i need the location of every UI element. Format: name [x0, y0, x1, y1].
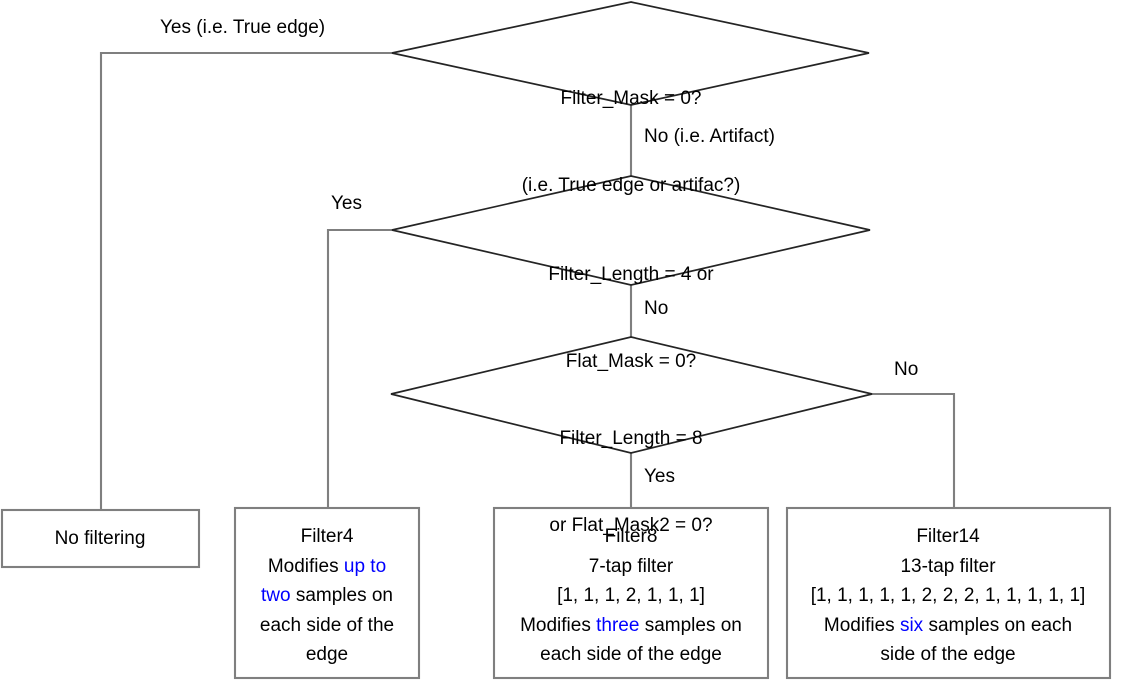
text-line: each side of the edge — [495, 640, 767, 670]
text-line: edge — [236, 640, 418, 670]
text-line: side of the edge — [788, 640, 1109, 670]
text-line: two samples on — [236, 581, 418, 611]
edge-label-no-filter-length-4: No — [644, 298, 669, 319]
decision-filter-mask — [391, 1, 870, 106]
text-line: [1, 1, 1, 2, 1, 1, 1] — [495, 581, 767, 611]
text-line: No filtering — [3, 524, 198, 554]
terminal-filter4 — [233, 506, 421, 680]
plain-text: samples on — [639, 614, 742, 636]
plain-text: 7-tap filter — [588, 555, 674, 577]
decision-filter-length-4-label: Filter_Length = 4 or Flat_Mask = 0? — [411, 202, 851, 434]
highlighted-text: six — [899, 614, 924, 636]
text-line: [1, 1, 1, 1, 1, 2, 2, 2, 1, 1, 1, 1, 1] — [788, 581, 1109, 611]
highlighted-text: two — [260, 585, 291, 606]
decision-filter-mask-line1: Filter_Mask = 0? — [560, 88, 702, 109]
plain-text: Filter14 — [916, 526, 980, 547]
highlighted-text: up to — [343, 555, 387, 577]
edge-label-yes-true-edge: Yes (i.e. True edge) — [160, 17, 326, 38]
decision-filter-length-8-line2: or Flat_Mask2 = 0? — [549, 515, 713, 536]
terminal-filter14-label: Filter14 13-tap filter [1, 1, 1, 1, 1, 2, … — [788, 522, 1109, 670]
decision-filter-length-8-line1: Filter_Length = 8 — [559, 428, 703, 449]
text-line: Filter8 — [495, 522, 767, 552]
plain-text: [1, 1, 1, 1, 1, 2, 2, 2, 1, 1, 1, 1, 1] — [810, 585, 1086, 606]
text-line: Modifies six samples on each — [788, 611, 1109, 641]
edge-label-no-artifact: No (i.e. Artifact) — [644, 126, 775, 147]
decision-filter-mask-line2: (i.e. True edge or artifac?) — [521, 175, 741, 196]
plain-text: side of the edge — [880, 644, 1016, 665]
terminal-filter8-label: Filter8 7-tap filter [1, 1, 1, 2, 1, 1, 1]… — [495, 522, 767, 670]
text-line: Filter14 — [788, 522, 1109, 552]
plain-text: Modifies — [823, 614, 900, 636]
text-line: 13-tap filter — [788, 552, 1109, 582]
text-line: 7-tap filter — [495, 552, 767, 582]
plain-text: Modifies — [520, 614, 597, 636]
plain-text: Filter8 — [604, 526, 658, 547]
plain-text: No filtering — [54, 528, 146, 549]
terminal-no-filtering — [0, 508, 201, 569]
text-line: each side of the — [236, 611, 418, 641]
plain-text: [1, 1, 1, 2, 1, 1, 1] — [557, 585, 705, 606]
connector-yes-filter4 — [326, 228, 392, 508]
plain-text: edge — [305, 644, 349, 665]
plain-text: Modifies — [267, 555, 344, 577]
connector-yes-true-edge — [99, 51, 392, 510]
decision-filter-length-8 — [390, 336, 873, 454]
edge-label-yes-filter4: Yes — [331, 193, 362, 214]
plain-text: 13-tap filter — [900, 555, 996, 577]
plain-text: Filter4 — [300, 526, 354, 547]
text-line: Filter4 — [236, 522, 418, 552]
decision-filter-length-8-label: Filter_Length = 8 or Flat_Mask2 = 0? — [411, 366, 851, 598]
terminal-no-filtering-label: No filtering — [3, 524, 198, 554]
plain-text: samples on each — [923, 614, 1073, 636]
highlighted-text: three — [596, 614, 640, 636]
terminal-filter14 — [785, 506, 1112, 680]
decision-filter-length-4-line2: Flat_Mask = 0? — [565, 351, 697, 372]
plain-text: each side of the edge — [540, 644, 722, 665]
text-line: Modifies three samples on — [495, 611, 767, 641]
connector-no-filter14 — [872, 392, 956, 508]
edge-label-yes-filter8: Yes — [644, 466, 675, 487]
decision-filter-mask-label: Filter_Mask = 0? (i.e. True edge or arti… — [411, 26, 851, 258]
edge-label-no-filter14: No — [894, 359, 919, 380]
text-line: Modifies up to — [236, 552, 418, 582]
plain-text: samples on — [290, 585, 394, 606]
terminal-filter8 — [492, 506, 770, 680]
decision-filter-length-4 — [391, 175, 871, 286]
plain-text: each side of the — [259, 614, 395, 636]
decision-filter-length-4-line1: Filter_Length = 4 or — [548, 264, 714, 285]
